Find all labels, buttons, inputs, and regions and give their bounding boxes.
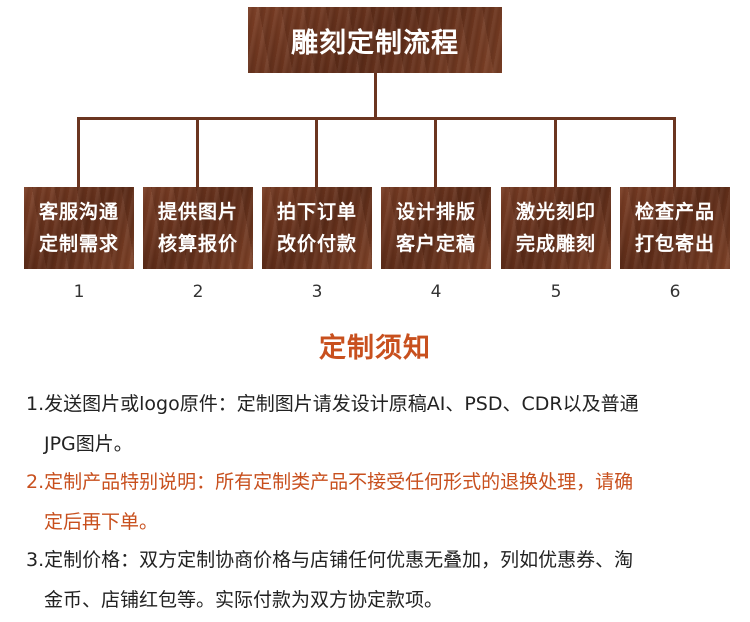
step-6-line2: 打包寄出 [634,233,715,255]
step-box-2: 提供图片 核算报价 [143,187,253,269]
step-3-line1: 拍下订单 [276,201,357,223]
step-2-line1: 提供图片 [157,201,238,223]
connector-drop-5 [554,117,557,187]
step-3-line2: 改价付款 [276,233,357,255]
notice-item-3: 3.定制价格：双方定制协商价格与店铺任何优惠无叠加，列如优惠券、淘 金币、店铺红… [26,540,732,620]
flow-title-box: 雕刻定制流程 [248,7,502,73]
notice-item-2-line1: 2.定制产品特别说明：所有定制类产品不接受任何形式的退换处理，请确 [26,471,634,493]
step-5-line2: 完成雕刻 [515,233,596,255]
notice-item-2-line2: 定后再下单。 [44,511,159,533]
step-number-3: 3 [311,282,323,302]
step-1-line2: 定制需求 [38,233,119,255]
step-4-line1: 设计排版 [395,201,476,223]
step-number-1: 1 [73,282,85,302]
notice-item-3-line1: 3.定制价格：双方定制协商价格与店铺任何优惠无叠加，列如优惠券、淘 [26,549,634,571]
step-4-line2: 客户定稿 [395,233,476,255]
step-number-6: 6 [669,282,681,302]
step-6-line1: 检查产品 [634,201,715,223]
connector-drop-2 [196,117,199,187]
notice-item-1-line2: JPG图片。 [44,433,133,455]
step-box-5: 激光刻印 完成雕刻 [501,187,611,269]
step-2-line2: 核算报价 [157,233,238,255]
connector-drop-3 [315,117,318,187]
connector-trunk [374,73,377,119]
connector-drop-6 [673,117,676,187]
notice-item-1-line1: 1.发送图片或logo原件：定制图片请发设计原稿AI、PSD、CDR以及普通 [26,393,639,415]
step-5-line1: 激光刻印 [515,201,596,223]
step-box-4: 设计排版 客户定稿 [381,187,491,269]
flow-title: 雕刻定制流程 [291,27,459,59]
connector-drop-1 [77,117,80,187]
step-1-line1: 客服沟通 [38,201,119,223]
step-number-2: 2 [192,282,204,302]
connector-drop-4 [434,117,437,187]
notice-title: 定制须知 [319,333,431,364]
notice-item-1: 1.发送图片或logo原件：定制图片请发设计原稿AI、PSD、CDR以及普通 J… [26,384,732,464]
connector-horizontal [77,117,676,120]
step-box-6: 检查产品 打包寄出 [620,187,730,269]
step-number-5: 5 [550,282,562,302]
step-box-1: 客服沟通 定制需求 [24,187,134,269]
notice-item-3-line2: 金币、店铺红包等。实际付款为双方协定款项。 [44,589,444,611]
step-box-3: 拍下订单 改价付款 [262,187,372,269]
notice-item-2: 2.定制产品特别说明：所有定制类产品不接受任何形式的退换处理，请确 定后再下单。 [26,462,732,542]
step-number-4: 4 [430,282,442,302]
